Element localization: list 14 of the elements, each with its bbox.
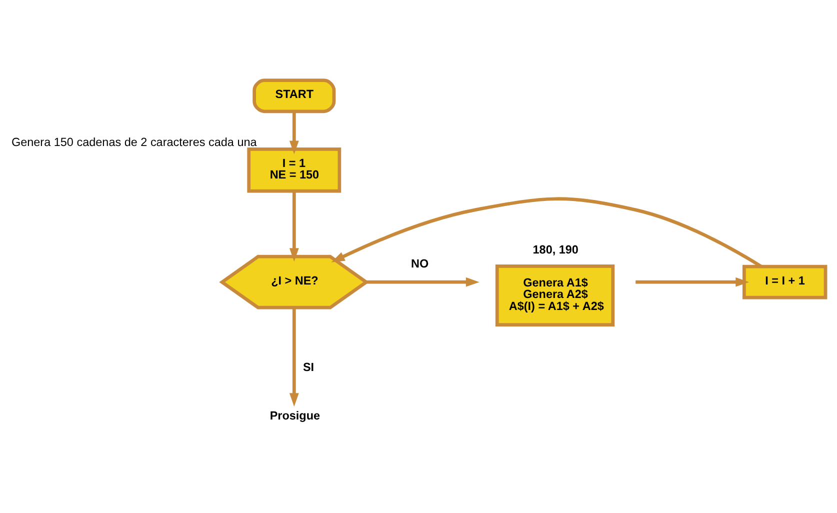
node-box: I = 1 NE = 150 — [247, 147, 342, 193]
arrow — [636, 277, 750, 287]
edge-label: SI — [302, 361, 314, 374]
edge-label: NO — [411, 258, 429, 271]
arrow — [289, 191, 299, 262]
arrow — [289, 111, 299, 154]
node-box: START — [252, 78, 336, 114]
arrow — [366, 277, 480, 287]
node-label: 180, 190 — [532, 244, 578, 257]
node-box: I = I + 1 — [742, 264, 828, 300]
node-text: Prosigue — [270, 409, 320, 422]
arrow — [331, 197, 762, 268]
arrow — [289, 308, 299, 407]
node-label: Genera 150 cadenas de 2 caracteres cada una — [11, 136, 257, 149]
